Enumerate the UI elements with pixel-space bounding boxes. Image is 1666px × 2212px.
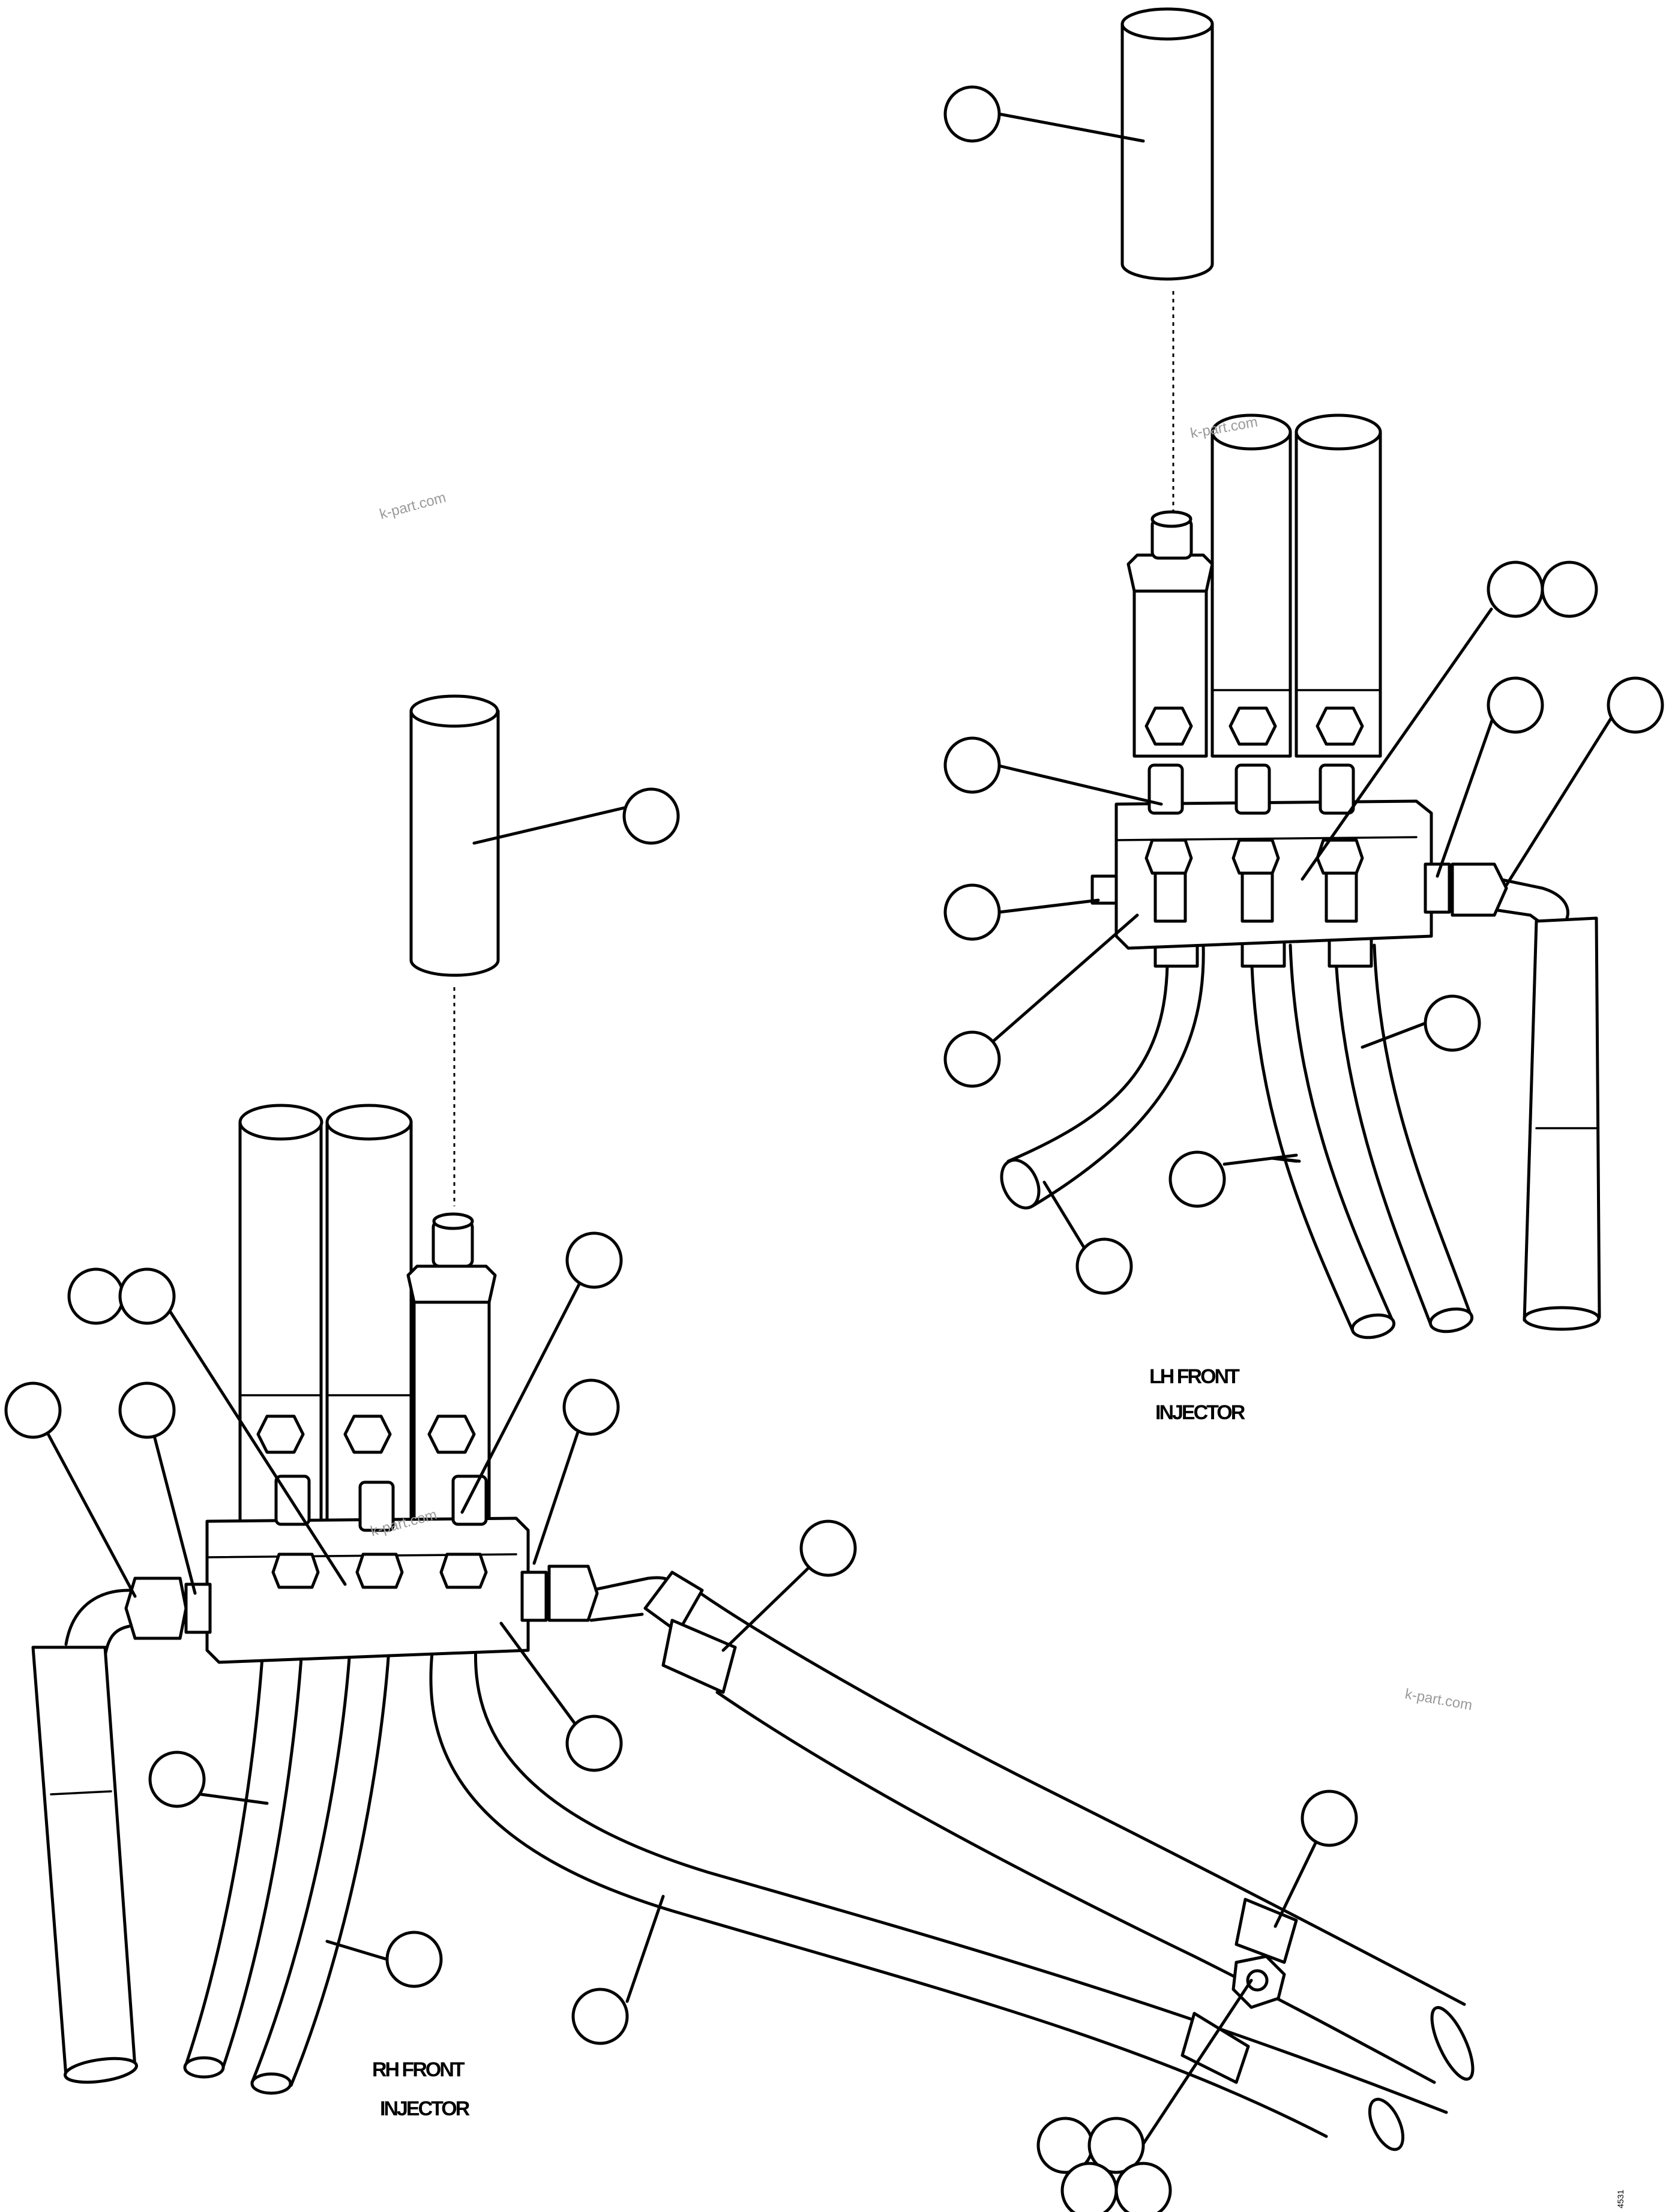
rh-callouts — [4, 787, 1358, 2212]
rh-callout-3 — [565, 1231, 623, 1289]
lh-callout-8 — [1424, 994, 1481, 1052]
watermark: k-part.com — [378, 489, 448, 522]
rh-swivel-fittings — [271, 1474, 488, 1589]
rh-callout-cartridge — [622, 787, 680, 845]
rh-callout-2 — [118, 1267, 176, 1325]
lh-callout-3 — [943, 736, 1001, 794]
rh-injector-bodies — [238, 1104, 497, 1526]
rh-callout-1 — [67, 1267, 125, 1325]
rh-callout-10 — [385, 1931, 443, 1988]
rh-callout-7 — [799, 1519, 857, 1577]
rh-hose-clamp — [1180, 1898, 1298, 2084]
rh-front-injector-assembly: RH FRONT INJECTOR — [4, 694, 1475, 2212]
lh-callout-10 — [1075, 1237, 1133, 1295]
lh-callout-9 — [1168, 1150, 1226, 1208]
lh-callout-5 — [1607, 676, 1664, 734]
rh-callout-5 — [118, 1381, 176, 1439]
rh-label-line2: INJECTOR — [380, 2097, 470, 2120]
rh-callout-15 — [1060, 2162, 1118, 2212]
rh-callout-12 — [1301, 1790, 1358, 1847]
rh-label-line1: RH FRONT — [372, 2058, 465, 2081]
lh-callout-4 — [1487, 676, 1544, 734]
lh-callout-7 — [943, 1030, 1001, 1088]
lh-manifold-block — [1090, 763, 1508, 950]
rh-manifold-block — [124, 1474, 599, 1664]
lh-callout-1 — [1487, 561, 1544, 618]
lh-injector-bodies — [1126, 413, 1382, 758]
lh-exploded-cartridge — [1120, 7, 1214, 281]
rh-callout-16 — [1114, 2162, 1172, 2212]
drawing-code: 4531 — [1616, 2190, 1625, 2208]
watermark: k-part.com — [1404, 1686, 1473, 1713]
rh-callout-9 — [148, 1751, 206, 1808]
lh-front-injector-assembly: LH FRONT INJECTOR — [943, 7, 1664, 1424]
rh-callout-14 — [1087, 2117, 1145, 2174]
lh-label-line2: INJECTOR — [1155, 1401, 1245, 1424]
lh-callout-cartridge — [943, 85, 1001, 143]
lh-label-line1: LH FRONT — [1149, 1365, 1240, 1388]
lh-callout-2 — [1541, 561, 1598, 618]
rh-callout-8 — [565, 1715, 623, 1772]
rh-callout-6 — [562, 1378, 620, 1436]
rh-exploded-cartridge — [409, 694, 500, 977]
lh-callout-6 — [943, 883, 1001, 941]
lh-callouts — [943, 85, 1664, 1295]
rh-callout-4 — [4, 1381, 62, 1439]
lh-swivel-fittings — [1144, 763, 1364, 923]
rh-callout-11 — [571, 1988, 629, 2045]
